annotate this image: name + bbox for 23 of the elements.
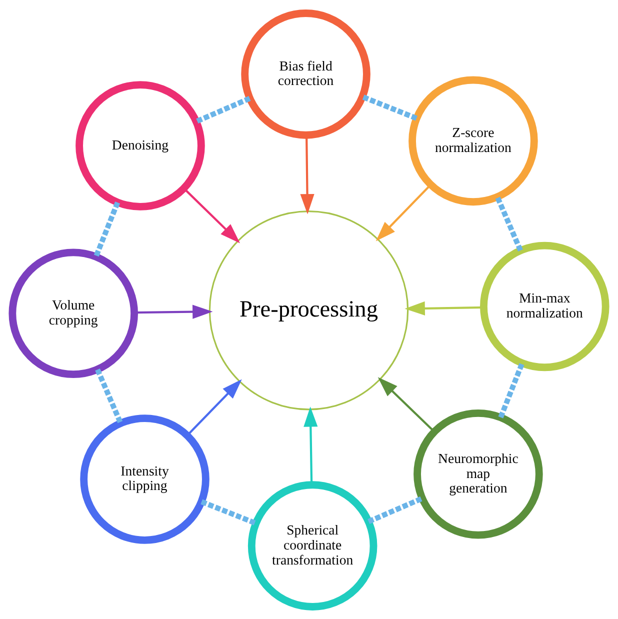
connector: [498, 362, 525, 418]
arrow: [134, 304, 213, 318]
node-circle: Neuromorphic map generation: [414, 409, 543, 538]
arrow: [304, 406, 318, 484]
arrow: [376, 184, 432, 241]
node-circle: Intensity clipping: [80, 414, 210, 544]
node-circle: Min-max normalization: [480, 241, 610, 371]
arrow: [183, 187, 240, 243]
connector: [361, 94, 418, 120]
connector: [200, 498, 257, 526]
arrow: [186, 378, 242, 436]
node-circle: Spherical coordinate transformation: [248, 480, 378, 610]
arrow: [378, 376, 435, 432]
node-circle: Volume cropping: [8, 248, 138, 378]
connector: [195, 95, 251, 124]
node-circle: Denoising: [76, 80, 205, 210]
node-circle: Bias field correction: [241, 9, 370, 138]
connector: [94, 201, 120, 258]
connector: [494, 195, 523, 251]
connector: [95, 368, 124, 424]
connector: [368, 495, 424, 524]
node-circle: Pre-processing: [208, 210, 409, 410]
node-circle: Z-score normalization: [408, 76, 538, 206]
